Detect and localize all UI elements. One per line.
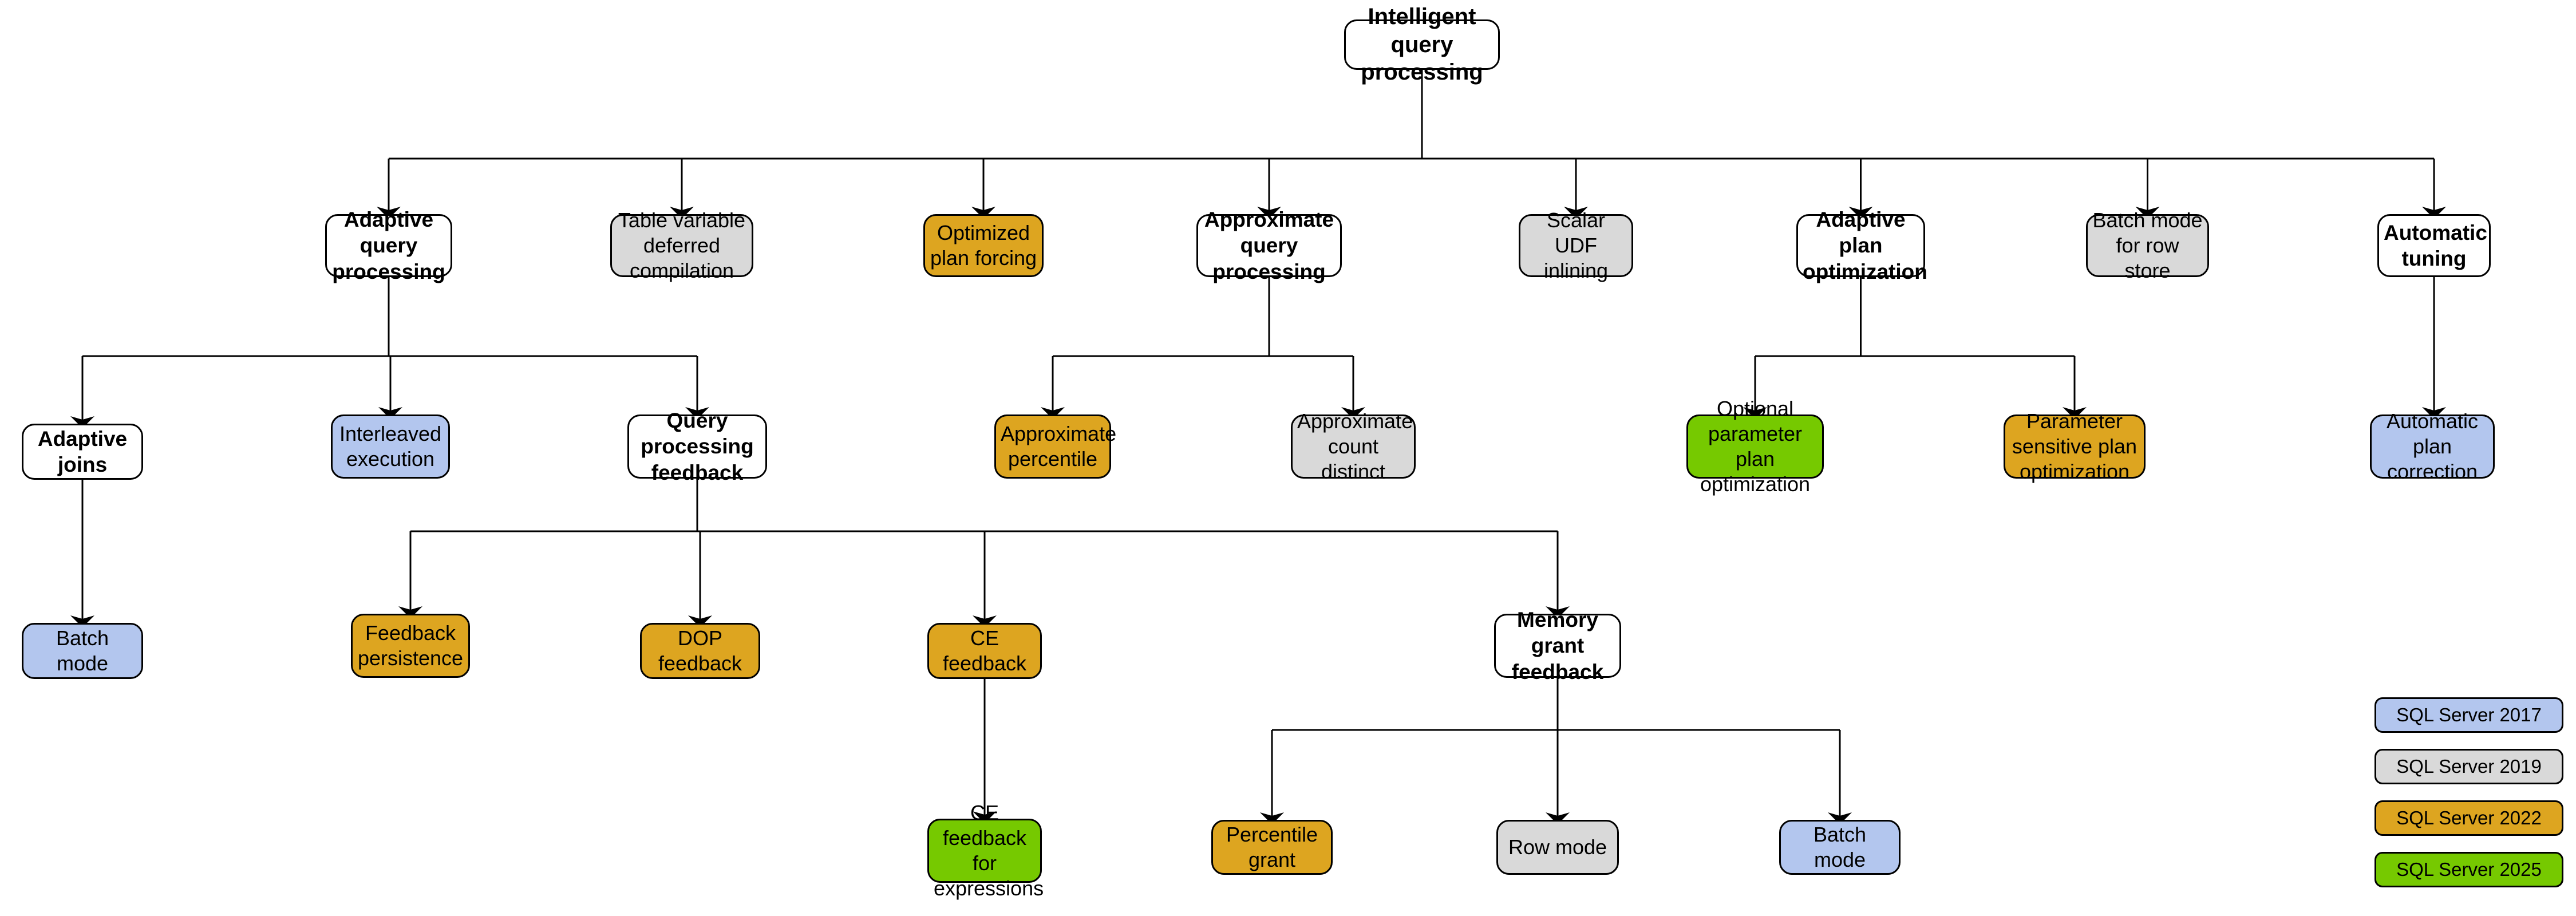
node-label: Row mode bbox=[1508, 835, 1607, 859]
node-adaptive-plan-optimization[interactable]: Adaptive plan optimization bbox=[1796, 208, 1927, 283]
node-label: Adaptive plan optimization bbox=[1803, 208, 1927, 283]
node-label: Automatic plan correction bbox=[2386, 409, 2479, 483]
node-feedback-persistence[interactable]: Feedback persistence bbox=[351, 614, 470, 678]
node-label: Scalar UDF inlining bbox=[1543, 208, 1609, 282]
node-adaptive-query-processing[interactable]: Adaptive query processing bbox=[325, 208, 452, 283]
node-query-processing-feedback[interactable]: Query processing feedback bbox=[627, 409, 767, 484]
node-label: Memory grant feedback bbox=[1511, 608, 1604, 684]
node-label: Adaptive query processing bbox=[332, 208, 445, 283]
node-approximate-percentile[interactable]: Approximate percentile bbox=[994, 414, 1117, 479]
node-label: DOP feedback bbox=[658, 626, 742, 675]
node-row-mode[interactable]: Row mode bbox=[1496, 820, 1619, 875]
legend-label: SQL Server 2022 bbox=[2396, 807, 2542, 828]
legend-sql-server-2022: SQL Server 2022 bbox=[2374, 800, 2563, 836]
node-parameter-sensitive-plan-optimization[interactable]: Parameter sensitive plan optimization bbox=[2004, 409, 2146, 483]
node-ce-feedback[interactable]: CE feedback bbox=[927, 623, 1042, 679]
node-dop-feedback[interactable]: DOP feedback bbox=[640, 623, 760, 679]
node-label: Optional parameter plan optimization bbox=[1700, 397, 1811, 496]
node-adaptive-joins[interactable]: Adaptive joins bbox=[22, 424, 143, 480]
node-label: Batch mode for row store bbox=[2092, 208, 2203, 282]
node-batch-mode-memory-grant[interactable]: Batch mode bbox=[1779, 820, 1901, 875]
node-label: Table variable deferred compilation bbox=[618, 208, 746, 282]
node-label: Query processing feedback bbox=[641, 409, 754, 484]
node-label: Approximate count distinct bbox=[1297, 409, 1413, 483]
node-percentile-grant[interactable]: Percentile grant bbox=[1211, 820, 1333, 875]
legend-sql-server-2025: SQL Server 2025 bbox=[2374, 852, 2563, 887]
node-automatic-tuning[interactable]: Automatic tuning bbox=[2377, 214, 2491, 277]
node-label: Parameter sensitive plan optimization bbox=[2012, 409, 2138, 483]
node-label: Batch mode bbox=[56, 626, 109, 675]
node-batch-mode-for-row-store[interactable]: Batch mode for row store bbox=[2086, 208, 2209, 282]
legend-label: SQL Server 2017 bbox=[2396, 704, 2542, 725]
legend-label: SQL Server 2019 bbox=[2396, 756, 2542, 777]
node-label: Feedback persistence bbox=[357, 621, 464, 670]
node-label: Percentile grant bbox=[1226, 823, 1318, 871]
node-label: Optimized plan forcing bbox=[930, 221, 1037, 270]
node-label: Batch mode bbox=[1813, 823, 1867, 871]
node-label: Approximate query processing bbox=[1204, 208, 1334, 283]
legend-label: SQL Server 2025 bbox=[2396, 859, 2542, 880]
node-memory-grant-feedback[interactable]: Memory grant feedback bbox=[1494, 608, 1621, 684]
node-scalar-udf-inlining[interactable]: Scalar UDF inlining bbox=[1519, 208, 1633, 282]
node-interleaved-execution[interactable]: Interleaved execution bbox=[331, 414, 450, 479]
node-ce-feedback-for-expressions[interactable]: CE feedback for expressions bbox=[927, 801, 1044, 900]
legend-sql-server-2019: SQL Server 2019 bbox=[2374, 749, 2563, 784]
legend-sql-server-2017: SQL Server 2017 bbox=[2374, 697, 2563, 733]
node-automatic-plan-correction[interactable]: Automatic plan correction bbox=[2370, 409, 2495, 483]
node-label: Adaptive joins bbox=[37, 427, 128, 476]
node-label: Approximate percentile bbox=[1001, 422, 1117, 471]
node-label: Automatic tuning bbox=[2384, 220, 2487, 270]
node-root[interactable]: Intelligent query processing bbox=[1344, 4, 1500, 85]
node-table-variable-deferred-compilation[interactable]: Table variable deferred compilation bbox=[610, 208, 753, 282]
node-optimized-plan-forcing[interactable]: Optimized plan forcing bbox=[923, 214, 1044, 277]
node-batch-mode-adaptive-joins[interactable]: Batch mode bbox=[22, 623, 143, 679]
node-label: Interleaved execution bbox=[339, 422, 442, 471]
node-optional-parameter-plan-optimization[interactable]: Optional parameter plan optimization bbox=[1686, 397, 1824, 496]
node-approximate-count-distinct[interactable]: Approximate count distinct bbox=[1291, 409, 1416, 483]
node-label: CE feedback bbox=[942, 626, 1027, 675]
node-label: CE feedback for expressions bbox=[934, 801, 1044, 900]
node-approximate-query-processing[interactable]: Approximate query processing bbox=[1196, 208, 1342, 283]
node-label: Intelligent query processing bbox=[1361, 3, 1483, 85]
